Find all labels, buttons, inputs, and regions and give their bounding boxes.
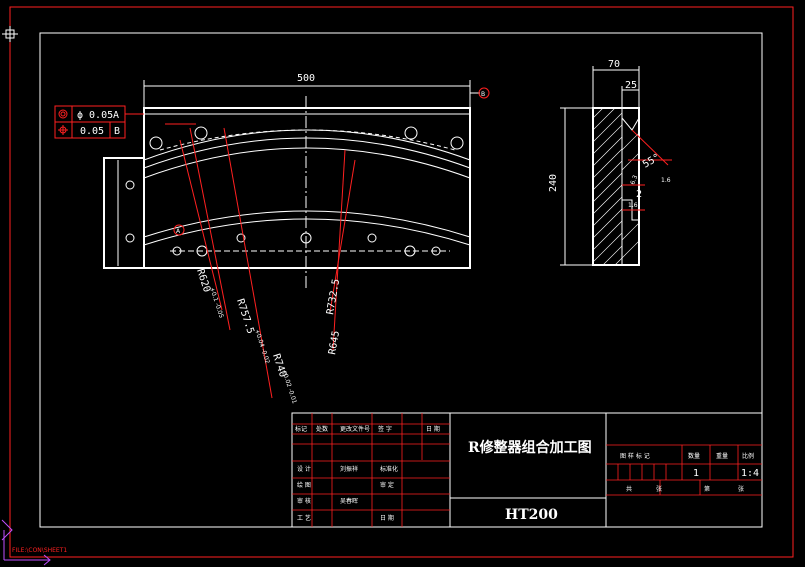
drawing-material: HT200 bbox=[505, 507, 558, 523]
dim-r757-tol: +0.04 -0.02 bbox=[253, 328, 271, 364]
tol-frame-1-datum: A bbox=[113, 110, 119, 121]
tb-quantity-value: 1 bbox=[693, 468, 699, 479]
datum-b-marker bbox=[478, 87, 490, 99]
tb-check-label: 审 核 bbox=[297, 497, 311, 505]
tb-standard-label: 标准化 bbox=[380, 465, 398, 473]
dim-angle: 55° bbox=[641, 152, 662, 171]
tb-sample-mark: 图 样 标 记 bbox=[620, 452, 650, 460]
datum-a-label: A bbox=[176, 228, 181, 235]
tb-change-doc: 更改文件号 bbox=[340, 425, 370, 433]
cursor-crosshair-icon bbox=[2, 26, 18, 42]
tb-scale-label: 比例 bbox=[742, 452, 754, 460]
tb-scale-value: 1:4 bbox=[741, 468, 759, 479]
tol-frame-1-value: ϕ 0.05 bbox=[77, 110, 113, 121]
dim-depth-total: 70 bbox=[608, 59, 620, 70]
tb-weight-label: 重量 bbox=[716, 452, 728, 460]
ucs-icon bbox=[1, 519, 51, 566]
dim-depth-small: 6.3 bbox=[629, 174, 639, 186]
datum-a-marker bbox=[173, 224, 185, 236]
tb-total-label: 共 bbox=[626, 485, 632, 493]
roughness-2: 1.6 bbox=[628, 202, 638, 209]
concentricity-icon bbox=[58, 109, 68, 119]
status-label: FILE:\CON\SHEET1 bbox=[12, 547, 67, 554]
tb-draw-label: 绘 图 bbox=[297, 481, 311, 489]
tb-process-label: 工 艺 bbox=[297, 514, 311, 522]
dim-r740-tol: +0.02 -0.01 bbox=[280, 368, 298, 404]
front-view: 500 B A bbox=[103, 73, 490, 399]
tb-sheets-label-1: 张 bbox=[656, 485, 662, 493]
tb-date: 日 期 bbox=[426, 425, 440, 433]
dim-pos-2: 2 bbox=[636, 189, 642, 200]
tol-frame-2-datum: B bbox=[114, 126, 120, 137]
tb-design-label: 设 计 bbox=[297, 465, 311, 473]
side-view bbox=[560, 66, 672, 266]
roughness-1: 1.6 bbox=[661, 177, 671, 184]
dim-r757: R757.5 bbox=[234, 298, 256, 336]
tol-frame-2-value: 0.05 bbox=[80, 126, 104, 137]
drawing-title: R修整器组合加工图 bbox=[468, 439, 592, 456]
outer-border bbox=[9, 6, 794, 558]
tb-mark: 标记 bbox=[295, 425, 307, 433]
tb-date-label: 日 期 bbox=[380, 514, 394, 522]
tolerance-frames: ϕ 0.05 A 0.05 B bbox=[54, 105, 144, 139]
tb-designer: 刘振祥 bbox=[340, 465, 358, 473]
dim-depth-inner: 25 bbox=[625, 80, 637, 91]
tb-signature: 签 字 bbox=[378, 425, 392, 433]
datum-b-label: B bbox=[481, 91, 485, 98]
tb-sheet-no-label: 第 bbox=[704, 485, 710, 493]
tb-checker: 吴春晖 bbox=[340, 497, 358, 505]
position-icon bbox=[58, 125, 68, 135]
dim-r645: R645 bbox=[327, 330, 342, 356]
tb-quantity-label: 数量 bbox=[688, 452, 700, 460]
tb-sheets-label-2: 张 bbox=[738, 485, 744, 493]
title-block bbox=[291, 412, 763, 528]
dim-height: 240 bbox=[548, 174, 559, 192]
tb-approve-label: 审 定 bbox=[380, 481, 394, 489]
dim-r732: R732.5 bbox=[325, 278, 342, 315]
dim-width: 500 bbox=[297, 73, 315, 84]
tb-count: 处数 bbox=[316, 425, 328, 433]
